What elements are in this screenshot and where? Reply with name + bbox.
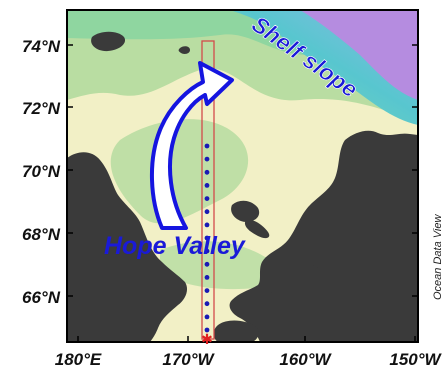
lat-tick-74: 74°N xyxy=(22,37,61,56)
station-marker xyxy=(204,222,210,228)
nearshore-shelf-band xyxy=(160,241,279,290)
station-marker xyxy=(204,261,210,267)
lon-tick-150w: 150°W xyxy=(389,350,442,369)
lisburne-cape xyxy=(231,200,260,222)
wrangel-island xyxy=(91,31,126,52)
station-marker xyxy=(204,169,210,175)
basin-region xyxy=(300,10,418,100)
lon-tick-170w: 170°W xyxy=(162,350,215,369)
point-hope-spit xyxy=(244,219,270,239)
lat-tick-66: 66°N xyxy=(22,288,61,307)
station-marker xyxy=(204,183,210,188)
station-marker xyxy=(204,209,210,215)
station-marker xyxy=(204,288,210,293)
flow-arrow-icon xyxy=(149,61,234,230)
lon-tick-160w: 160°W xyxy=(279,350,332,369)
station-marker xyxy=(204,327,210,333)
bering-strait-island xyxy=(138,297,154,311)
ocean-data-view-credit: Ocean Data View xyxy=(432,214,444,300)
hope-valley-label: Hope Valley xyxy=(104,232,246,260)
lat-tick-72: 72°N xyxy=(22,99,61,118)
station-marker xyxy=(204,143,210,149)
lat-tick-68: 68°N xyxy=(22,225,61,244)
tick-marks xyxy=(67,44,418,342)
lat-tick-70: 70°N xyxy=(22,162,61,181)
siberia-land xyxy=(67,152,188,342)
herald-island xyxy=(178,46,190,54)
station-marker xyxy=(204,156,210,162)
station-marker xyxy=(204,301,210,307)
station-marker xyxy=(204,275,210,280)
map-plot-area xyxy=(67,10,418,342)
seward-peninsula xyxy=(213,320,259,342)
station-marker xyxy=(204,248,210,254)
map-frame xyxy=(66,9,419,343)
start-marker-icon: ✱ xyxy=(201,332,213,348)
station-marker xyxy=(204,196,210,202)
kotzebue-sound-land xyxy=(260,259,327,301)
station-marker xyxy=(204,314,210,320)
station-group xyxy=(204,143,210,333)
transect-box xyxy=(201,40,215,340)
station-marker xyxy=(204,235,210,241)
lon-tick-180e: 180°E xyxy=(55,350,102,369)
